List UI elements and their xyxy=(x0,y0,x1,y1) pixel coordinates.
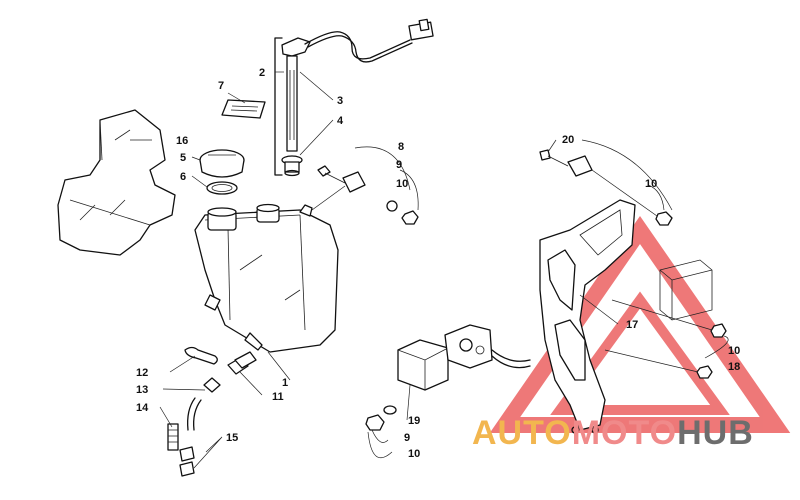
callout-2: 2 xyxy=(259,67,265,79)
callout-7: 7 xyxy=(218,80,224,92)
callout-11: 11 xyxy=(272,391,284,403)
callout-13: 13 xyxy=(136,384,148,396)
leader-lines xyxy=(130,71,729,469)
callout-5: 5 xyxy=(180,152,186,164)
upper-mount-hardware xyxy=(311,165,419,225)
callout-19: 19 xyxy=(408,415,420,427)
electronic-module-19 xyxy=(397,339,449,391)
callout-4: 4 xyxy=(337,115,344,127)
watermark-moto: MOTO xyxy=(571,414,678,452)
callout-10-upper-right: 10 xyxy=(645,178,657,190)
fuel-tank xyxy=(194,203,339,353)
watermark-logo-text: AUTOMOTOHUB xyxy=(472,414,754,453)
relay-assembly xyxy=(444,324,531,369)
callout-1: 1 xyxy=(282,377,288,389)
callout-15: 15 xyxy=(226,432,238,444)
callout-10-upper: 10 xyxy=(396,178,408,190)
callout-14: 14 xyxy=(136,402,149,414)
callout-6: 6 xyxy=(180,171,186,183)
callout-16: 16 xyxy=(176,135,188,147)
fuel-hose xyxy=(187,377,221,431)
callout-labels: 1 2 3 4 5 6 7 8 9 10 10 10 10 11 12 13 1… xyxy=(136,67,740,460)
callout-9-upper: 9 xyxy=(396,159,402,171)
heat-shield-panel xyxy=(57,109,176,256)
hose-clamps-15 xyxy=(179,446,195,477)
right-lower-nut-18 xyxy=(604,349,713,379)
right-nut-10 xyxy=(611,299,727,338)
callout-20: 20 xyxy=(562,134,574,146)
fuel-cap xyxy=(199,149,245,178)
callout-3: 3 xyxy=(337,95,343,107)
fuel-line-fitting xyxy=(227,351,257,375)
upper-right-hardware xyxy=(539,149,673,226)
callout-12: 12 xyxy=(136,367,148,379)
lower-washer-nut xyxy=(365,405,397,431)
watermark-hub: HUB xyxy=(677,414,754,452)
callout-10-right: 10 xyxy=(728,345,740,357)
callout-8: 8 xyxy=(398,141,404,153)
watermark-auto: AUTO xyxy=(472,414,572,452)
mounting-bracket xyxy=(539,199,636,434)
fuel-sender xyxy=(274,18,434,177)
filter-14 xyxy=(167,423,179,451)
cooler-box xyxy=(659,259,713,321)
hose-clamp-12 xyxy=(184,346,218,365)
warning-label xyxy=(221,99,266,119)
cap-gasket xyxy=(206,181,238,195)
callout-10-lower: 10 xyxy=(408,448,420,460)
callout-9-lower: 9 xyxy=(404,432,410,444)
callout-17: 17 xyxy=(626,319,638,331)
callout-18: 18 xyxy=(728,361,740,373)
